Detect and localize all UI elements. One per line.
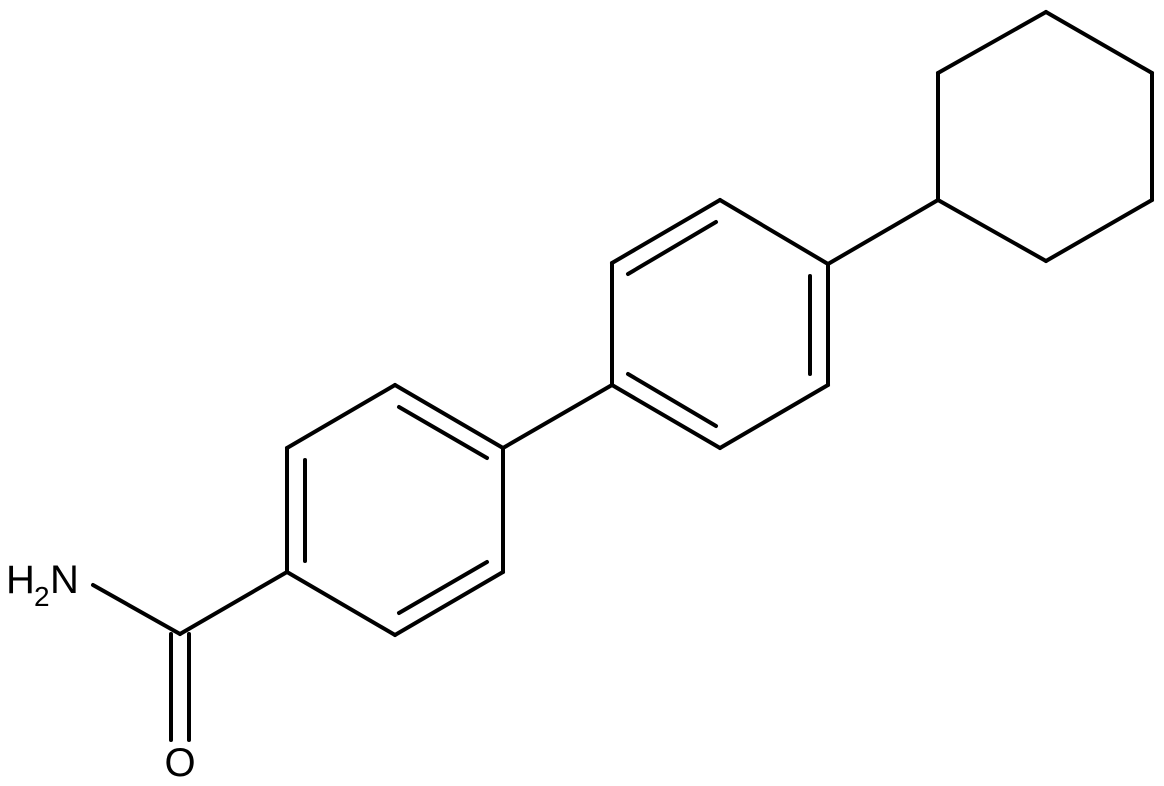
bond-cy-3 [1044,10,1154,75]
bond-ra-5 [393,570,505,637]
bond-rb-inner-2 [626,372,718,428]
bond-cy-6 [936,198,1048,263]
amine-nitrogen-label: N [50,558,79,602]
bond-rb-inner-1 [626,220,718,276]
bond-ra-inner-1 [397,405,489,460]
bond-aryl-carbonyl [178,570,289,636]
bond-cy-5 [1044,198,1154,263]
amine-hydrogen-count-label: 2 [34,581,50,612]
carbonyl-oxygen-label: O [164,741,195,785]
bond-carbonyl-nitrogen [91,583,182,636]
benzene-ring-upper [610,198,830,450]
amide-group: H 2 N O [6,558,289,785]
bond-biaryl [501,383,614,450]
bond-ra-4 [285,570,397,637]
bond-rb-5 [718,383,830,450]
bond-ra-inner-3 [397,560,489,615]
bond-cy-2 [936,10,1048,75]
amine-hydrogen-label: H [6,558,35,602]
benzene-ring-lower [285,383,505,637]
bond-ra-2 [285,383,397,450]
cyclohexyl-ring [936,10,1154,263]
bond-rb-2 [610,198,722,265]
bond-rb-1 [718,198,830,266]
bond-rb-4 [610,383,722,450]
bond-cyclohexyl-aryl [826,198,940,266]
bond-ra-1 [393,383,505,450]
